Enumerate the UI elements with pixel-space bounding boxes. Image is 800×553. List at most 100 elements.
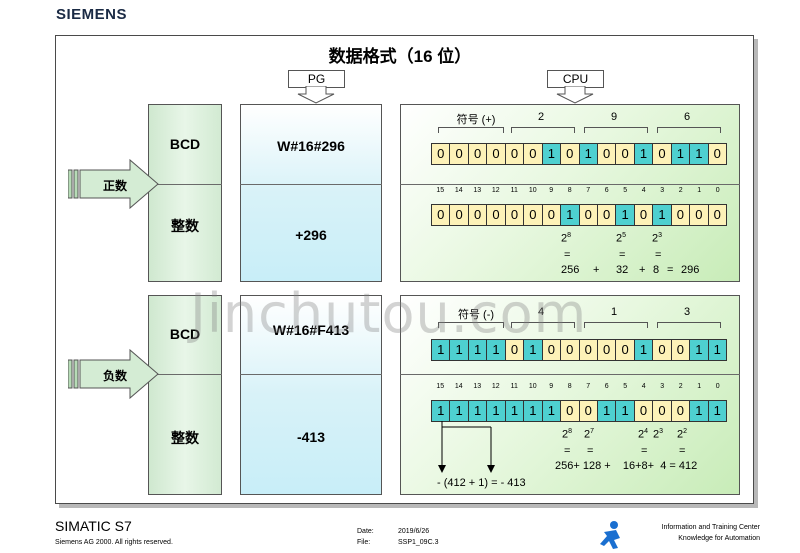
equals-sign: = xyxy=(587,445,594,457)
bit-cell: 1 xyxy=(634,144,654,164)
negative-label-column xyxy=(148,295,222,495)
siemens-logo: SIEMENS xyxy=(56,6,128,23)
bit-cell: 0 xyxy=(432,205,451,225)
bit-cell: 1 xyxy=(634,340,654,360)
bit-cell: 0 xyxy=(542,340,562,360)
nibble-bracket xyxy=(438,127,504,133)
date-label: Date: xyxy=(357,528,374,535)
bit-cell: 0 xyxy=(561,401,580,421)
bit-cell: 1 xyxy=(616,205,635,225)
bit-cell: 1 xyxy=(616,401,635,421)
bit-position-label: 8 xyxy=(567,383,572,390)
bit-position-label: 14 xyxy=(454,383,463,390)
divider xyxy=(148,184,222,185)
bit-position-label: 13 xyxy=(473,383,482,390)
equals-sign: = xyxy=(679,445,686,457)
bit-cell: 0 xyxy=(487,205,506,225)
sum-term: 8 xyxy=(653,264,660,276)
positive-arrow-icon xyxy=(68,158,159,210)
negative-arrow-icon xyxy=(68,348,159,400)
sum-operator: + xyxy=(639,264,646,276)
bit-cell: 1 xyxy=(468,340,488,360)
bit-position-label: 9 xyxy=(549,383,554,390)
bit-cell: 0 xyxy=(561,340,580,360)
bit-position-label: 12 xyxy=(491,187,500,194)
power-term: 27 xyxy=(584,428,595,441)
bit-cell: 0 xyxy=(616,340,635,360)
bit-cell: 0 xyxy=(690,205,709,225)
bit-position-label: 6 xyxy=(604,383,609,390)
digit-label: 9 xyxy=(610,111,618,123)
twos-complement-formula: - (412 + 1) = - 413 xyxy=(437,477,526,489)
sum-operator: = xyxy=(667,264,674,276)
bit-cell: 1 xyxy=(690,144,709,164)
bit-position-label: 3 xyxy=(660,187,665,194)
bit-cell: 0 xyxy=(653,144,672,164)
pg-arrow-icon xyxy=(297,86,335,104)
bit-cell: 1 xyxy=(450,401,469,421)
positive-bits-panel xyxy=(400,104,740,282)
integer-label: 整数 xyxy=(171,218,199,234)
nibble-bracket xyxy=(511,127,575,133)
integer-label: 整数 xyxy=(171,430,199,446)
power-term: 22 xyxy=(677,428,688,441)
bit-position-label: 2 xyxy=(678,187,683,194)
divider xyxy=(148,374,222,375)
power-term: 24 xyxy=(638,428,649,441)
digit-label: 4 xyxy=(537,306,545,318)
bit-position-label: 5 xyxy=(623,187,628,194)
bit-cell: 1 xyxy=(708,340,726,360)
bit-cell: 1 xyxy=(524,401,543,421)
bit-position-label: 11 xyxy=(510,187,518,194)
bit-cell: 0 xyxy=(468,144,488,164)
pg-tag: PG xyxy=(288,70,345,88)
training-center-line2: Knowledge for Automation xyxy=(678,535,760,542)
digit-label: 1 xyxy=(610,306,618,318)
sum-expression: 256+ 128 + 16+8+ 4 = 412 xyxy=(555,460,698,472)
bit-cell: 0 xyxy=(653,401,672,421)
nibble-bracket xyxy=(657,127,721,133)
bit-cell: 1 xyxy=(542,401,562,421)
bit-cell: 0 xyxy=(450,205,469,225)
bit-cell: 0 xyxy=(616,144,635,164)
watermark: Jinchutou.com xyxy=(190,282,588,345)
power-term: 23 xyxy=(653,428,664,441)
bit-cell: 0 xyxy=(597,205,617,225)
bit-cell: 0 xyxy=(708,144,726,164)
integer-value: -413 xyxy=(296,429,326,445)
bit-cell: 1 xyxy=(487,340,506,360)
power-term: 23 xyxy=(652,232,663,245)
nibble-bracket xyxy=(584,127,648,133)
nibble-bracket xyxy=(438,322,504,328)
bit-cell: 0 xyxy=(597,144,617,164)
negative-value-column xyxy=(240,295,382,495)
divider xyxy=(240,374,382,375)
bit-cell: 0 xyxy=(505,340,525,360)
bit-position-label: 15 xyxy=(436,383,445,390)
equals-sign: = xyxy=(641,445,648,457)
bit-cell: 1 xyxy=(708,401,726,421)
bit-position-label: 2 xyxy=(678,383,683,390)
divider xyxy=(400,374,740,375)
bit-position-label: 10 xyxy=(528,383,537,390)
bcd-label: BCD xyxy=(169,326,201,342)
bit-cell: 0 xyxy=(524,205,543,225)
bit-cell: 0 xyxy=(432,144,451,164)
equals-sign: = xyxy=(564,445,571,457)
bit-cell: 1 xyxy=(505,401,525,421)
bit-cell: 1 xyxy=(542,144,562,164)
product-name: SIMATIC S7 xyxy=(55,518,132,534)
training-center-line1: Information and Training Center xyxy=(661,524,760,531)
bit-position-label: 7 xyxy=(586,187,591,194)
power-term: 28 xyxy=(562,428,573,441)
divider xyxy=(240,184,382,185)
bit-position-label: 15 xyxy=(436,187,445,194)
bit-cell: 0 xyxy=(505,205,525,225)
bit-cell: 1 xyxy=(671,144,691,164)
bit-position-label: 8 xyxy=(567,187,572,194)
bit-position-label: 10 xyxy=(528,187,537,194)
bit-cell: 1 xyxy=(450,340,469,360)
